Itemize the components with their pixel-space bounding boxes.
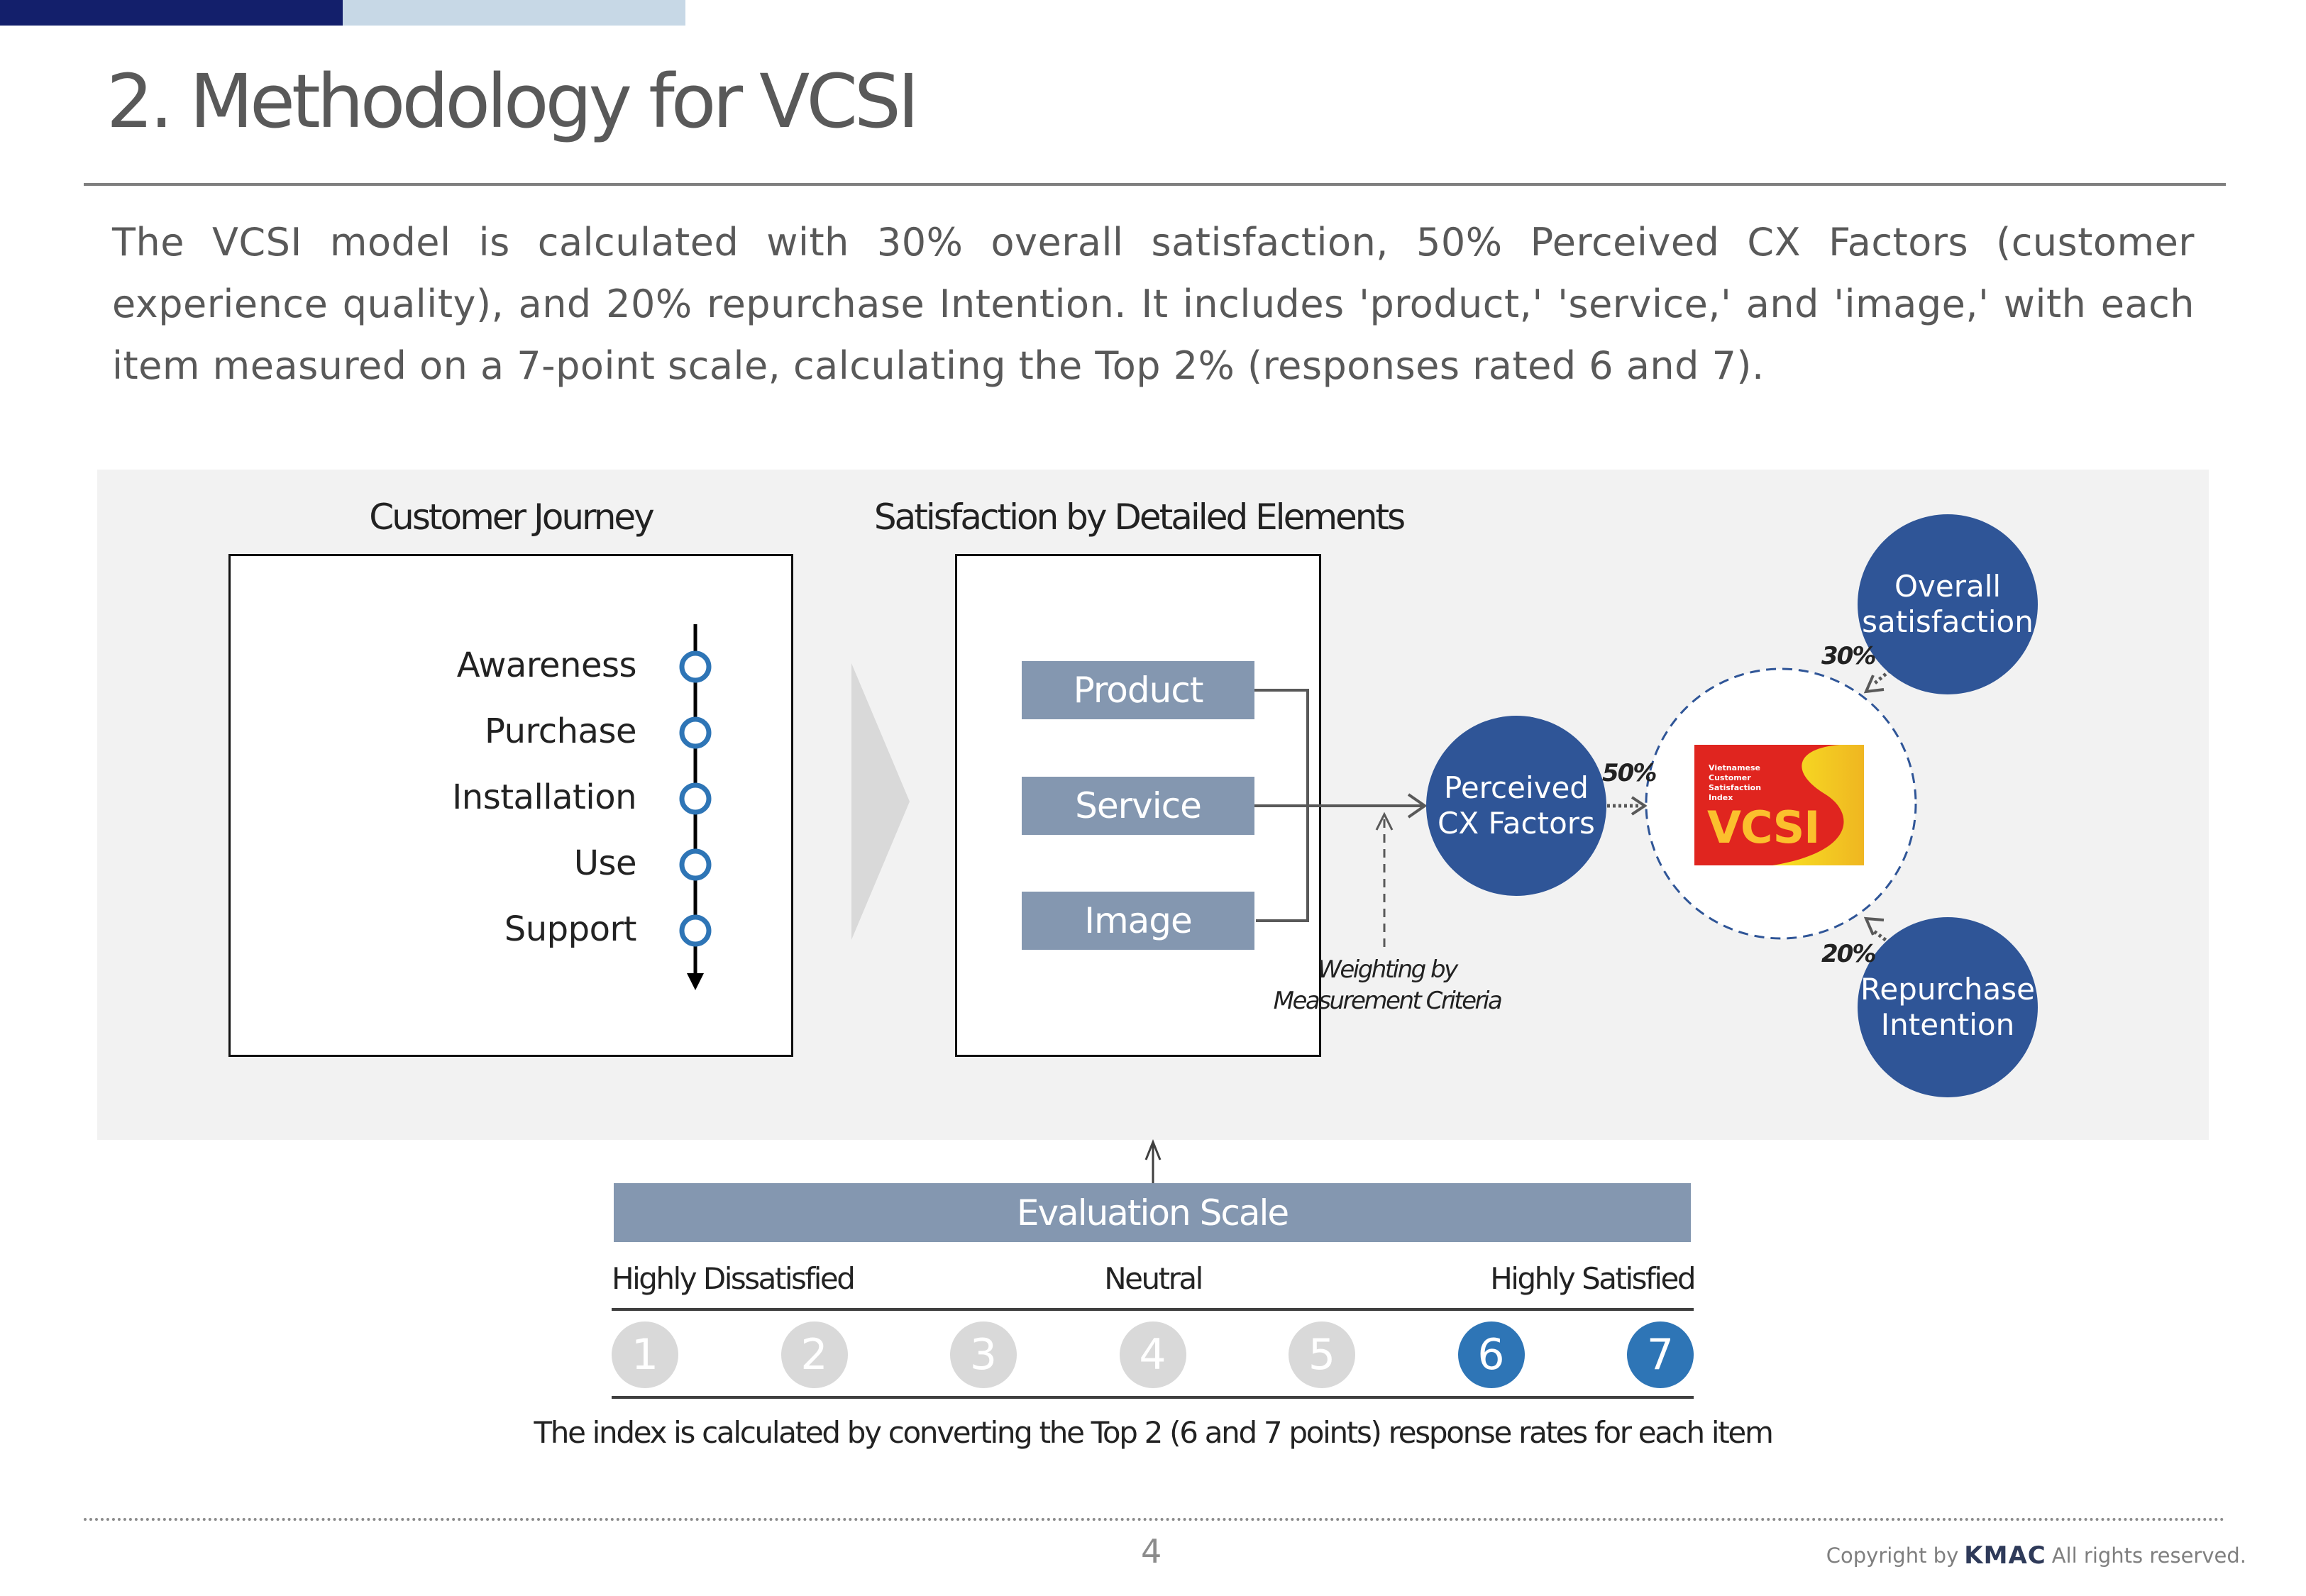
page-number: 4 [1141,1532,1162,1570]
page-title: 2. Methodology for VCSI [106,58,920,145]
scale-label-mid: Neutral [1104,1261,1203,1296]
arrow-head-icon [1144,1138,1162,1160]
logo-caption-line: Vietnamese [1709,763,1760,772]
perceived-cx-line1: Perceived [1444,770,1589,805]
vcsi-logo-caption: Vietnamese Customer Satisfaction Index [1709,763,1761,803]
detailed-elements-title: Satisfaction by Detailed Elements [873,497,1406,538]
overall-line1: Overall [1894,569,2002,604]
perceived-cx-weight: 50% [1602,759,1657,787]
journey-stage-marker [679,782,712,815]
scale-label-low: Highly Dissatisfied [612,1261,856,1296]
arrow-head-icon [1631,796,1648,816]
journey-stage-marker [679,848,712,881]
journey-timeline [679,624,712,990]
copyright: Copyright by KMAC All rights reserved. [1826,1541,2246,1570]
overall-to-vcsi-arrow [1872,669,1892,686]
scale-point: 1 [612,1321,678,1388]
kmac-logo: KMAC [1964,1541,2046,1570]
repurchase-line1: Repurchase [1860,972,2035,1007]
perceived-cx-line2: CX Factors [1438,806,1595,841]
logo-caption-line: Index [1709,793,1733,802]
customer-journey-title: Customer Journey [369,497,655,538]
overall-line2: satisfaction [1862,604,2034,639]
journey-stage-label: Use [573,843,637,883]
scale-point: 5 [1289,1321,1355,1388]
weighting-note-line1: Weighting by [1318,955,1458,984]
weighting-note: Weighting by Measurement Criteria [1273,954,1503,1016]
vcsi-logo-wordmark: VCSI [1707,802,1820,853]
scale-point: 4 [1119,1321,1186,1388]
scale-label-high: Highly Satisfied [1490,1261,1696,1296]
repurchase-to-vcsi-arrow [1872,929,1892,945]
overall-weight: 30% [1821,642,1876,670]
repurchase-line2: Intention [1880,1007,2015,1042]
journey-stage-label: Awareness [456,645,637,685]
arrow-head-icon [1375,811,1394,831]
element-service: Service [1022,777,1254,835]
vcsi-logo-shape [1694,745,1864,865]
journey-stage-label: Installation [452,777,636,817]
scale-point-top2: 7 [1627,1321,1694,1388]
element-product: Product [1022,661,1254,719]
intro-paragraph: The VCSI model is calculated with 30% ov… [112,220,2195,388]
journey-stage-marker [679,914,712,947]
chevron-arrow-icon [851,663,910,940]
scale-top-rule [612,1308,1694,1311]
journey-stage-label: Support [504,909,637,949]
arrow-head-icon [1407,793,1428,819]
logo-caption-line: Customer [1709,773,1751,782]
header-accent-bar-light [343,0,685,26]
header-accent-bar-dark [0,0,343,26]
timeline-arrow-head-icon [687,973,704,990]
evaluation-scale-header: Evaluation Scale [614,1183,1691,1242]
vcsi-logo: Vietnamese Customer Satisfaction Index V… [1694,745,1864,865]
scale-point-top2: 6 [1457,1321,1525,1388]
scale-point: 2 [780,1321,848,1388]
title-divider [84,183,2226,186]
arrow-head-icon [1863,675,1885,694]
journey-stage-marker [679,716,712,749]
journey-stage-marker [679,650,712,683]
repurchase-weight: 20% [1821,940,1876,968]
journey-stage-label: Purchase [485,711,636,751]
weighting-note-line2: Measurement Criteria [1273,987,1503,1015]
element-image: Image [1022,892,1254,950]
copyright-prefix: Copyright by [1826,1544,1959,1568]
scale-point: 3 [950,1321,1017,1388]
scale-bottom-rule [612,1396,1694,1399]
arrow-head-icon [1863,916,1885,936]
copyright-suffix: All rights reserved. [2051,1544,2246,1568]
footer-divider [84,1518,2226,1521]
scale-footnote: The index is calculated by converting th… [534,1415,1773,1450]
logo-caption-line: Satisfaction [1709,783,1762,792]
